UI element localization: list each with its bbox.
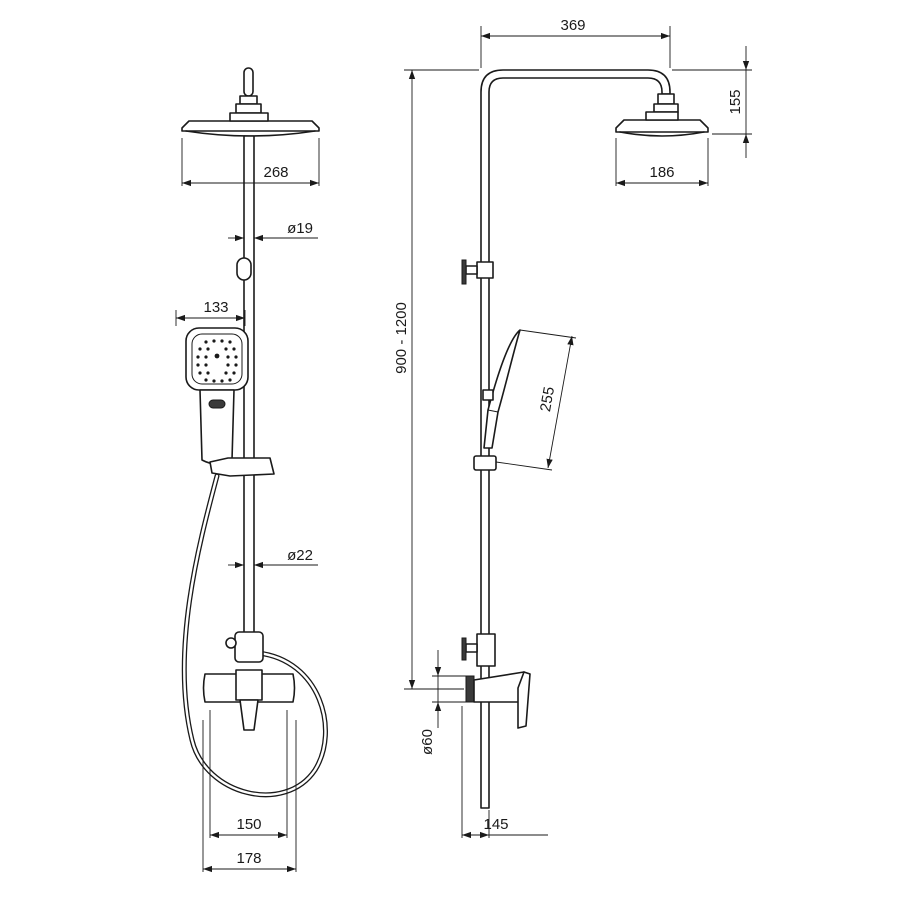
dim-mixer-spacing: 150 <box>236 816 261 833</box>
dim-lower-pipe-diameter: ø22 <box>287 547 313 564</box>
dim-pipe-diameter: ø19 <box>287 220 313 237</box>
dim-wall-offset: 145 <box>483 816 508 833</box>
dim-hand-shower-width: 133 <box>203 299 228 316</box>
dim-mixer-diameter: ø60 <box>419 729 436 755</box>
front-view: 268 ø19 133 ø22 150 178 <box>175 67 328 873</box>
dim-mixer-width: 178 <box>236 850 261 867</box>
dim-head-drop: 155 <box>727 89 744 114</box>
dim-head-width-front: 268 <box>263 164 288 181</box>
dim-arm-reach: 369 <box>560 17 585 34</box>
hand-shower-nozzles <box>196 339 238 383</box>
dim-total-height: 900 - 1200 <box>393 302 410 374</box>
dim-hand-shower-length: 255 <box>537 385 558 413</box>
dim-head-width-side: 186 <box>649 164 674 181</box>
side-view: 369 155 186 900 - 1200 255 ø60 145 <box>393 17 752 839</box>
